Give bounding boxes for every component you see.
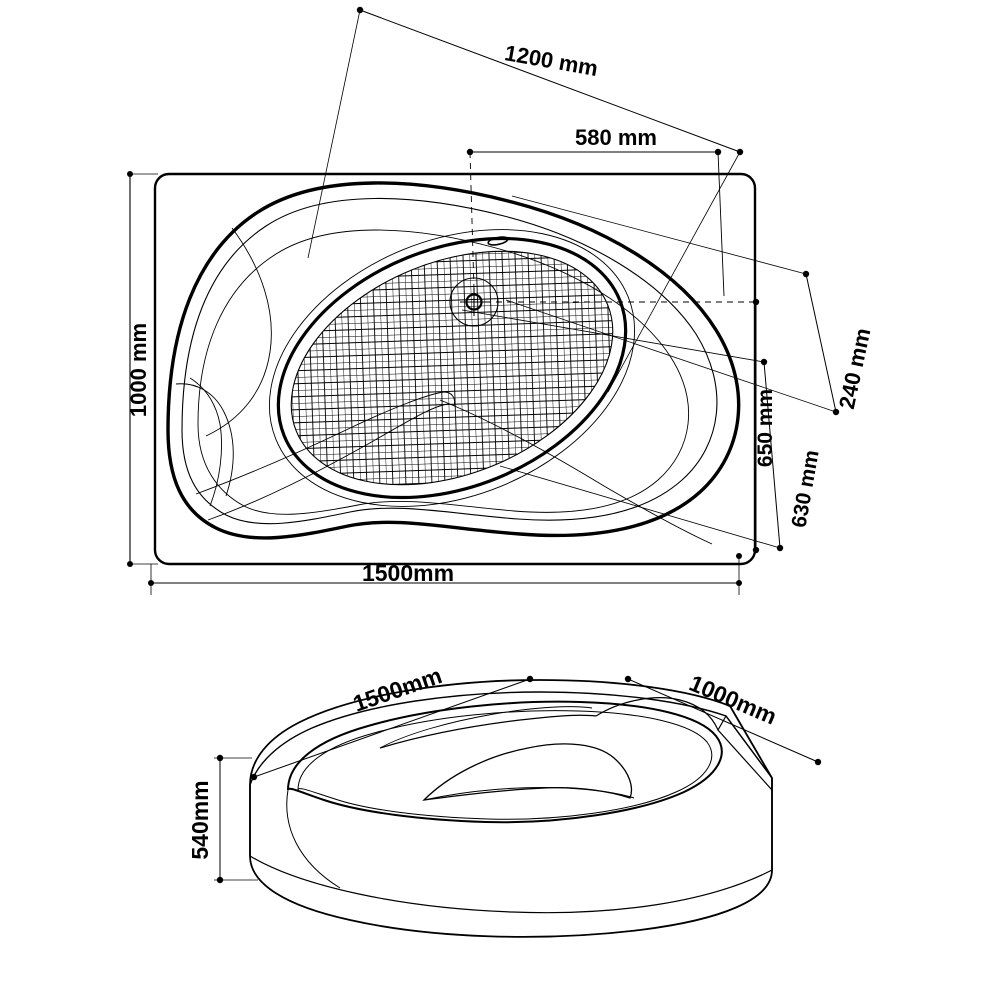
basin-outline-thin	[268, 229, 636, 507]
dim-1200-label: 1200 mm	[503, 40, 600, 81]
dim-1200-line	[359, 9, 741, 153]
dim-p1500-dot-right	[526, 675, 534, 683]
dim-650-label: 650 mm	[754, 389, 777, 467]
headrest-curve-lower	[175, 383, 234, 497]
apron-left-edge-curve	[286, 789, 341, 889]
dim-p1500-line	[253, 678, 531, 778]
tub-bowl-contour	[197, 229, 689, 515]
ledge-curve-b	[207, 403, 451, 521]
overflow-slot	[487, 236, 509, 246]
dim-240-leader-bottom	[505, 299, 837, 413]
basin-rim-inner	[297, 710, 713, 820]
dim-630-line	[763, 361, 781, 549]
contour-ridge-left-2	[379, 706, 593, 749]
perspective-view: 1500mm 1000mm 540mm	[187, 662, 822, 938]
ledge-curve-c	[439, 399, 713, 545]
dim-p540-dot-top	[216, 754, 224, 762]
dim-1000-dot-bottom	[127, 561, 133, 567]
headrest-curve-upper	[205, 227, 272, 437]
dim-1200-leader-left	[307, 9, 361, 259]
dim-580-ext-left-dashed	[469, 151, 475, 291]
dim-p1500-dot-left	[250, 773, 258, 781]
dim-1500-dot-corner	[736, 553, 742, 559]
contour-ridge-right	[595, 697, 719, 731]
deck-right-corner	[717, 714, 773, 792]
basin-rim-outer	[287, 700, 723, 824]
seat-contour-lower	[423, 787, 635, 801]
dim-240-label: 240 mm	[834, 326, 875, 411]
dim-p540-label: 540mm	[187, 780, 213, 859]
dimension-1000mm: 1000 mm	[126, 171, 158, 567]
dim-p540-dot-bottom	[216, 876, 224, 884]
dim-1000-dot-top	[127, 171, 133, 177]
dim-650-dot-top	[752, 298, 760, 306]
tub-body-outline	[249, 679, 773, 938]
dim-p1000-dot-left	[624, 675, 632, 683]
top-plan-view: 1000 mm 1500mm 1200 mm	[126, 6, 875, 595]
dim-1200-leader-right	[607, 151, 741, 393]
dimension-1500mm: 1500mm	[148, 553, 742, 595]
dim-630-label: 630 mm	[787, 448, 823, 529]
dim-p1000-dot-right	[814, 758, 822, 766]
dim-1500-dot-right	[736, 580, 742, 586]
tub-outer-rim	[166, 181, 741, 540]
dim-1500-dot-left	[148, 580, 154, 586]
dimension-580mm: 580 mm	[466, 125, 725, 297]
dim-240-leader-top	[511, 195, 807, 275]
dim-650-dot-bottom	[752, 546, 760, 554]
dimension-persp-540mm: 540mm	[187, 754, 258, 884]
seat-contour	[422, 743, 633, 801]
headrest-curve-inner	[189, 377, 222, 507]
dim-630-leader-bottom	[499, 465, 781, 549]
ledge-curve-a	[195, 391, 455, 495]
dim-p1000-label: 1000mm	[686, 670, 781, 730]
apron-front-curve	[249, 855, 773, 914]
dimension-persp-1000mm: 1000mm	[624, 670, 822, 766]
dim-1000-label: 1000 mm	[126, 323, 151, 417]
dim-580-ext-right	[717, 151, 725, 297]
dim-240-line	[805, 273, 837, 413]
footprint-rectangle	[153, 172, 757, 566]
basin-floor-hatch	[290, 250, 614, 486]
dim-630-leader-top	[461, 309, 765, 363]
contour-ridge-left	[379, 714, 597, 749]
dimension-persp-1500mm: 1500mm	[250, 662, 534, 781]
dim-1500-label: 1500mm	[362, 560, 454, 586]
dim-p1500-label: 1500mm	[350, 662, 446, 717]
tub-rim-inner-line	[181, 197, 718, 525]
dim-p1000-line	[627, 678, 819, 763]
deck-top-edge	[249, 691, 773, 786]
dim-580-label: 580 mm	[575, 125, 657, 150]
basin-outline-thick	[276, 236, 628, 500]
